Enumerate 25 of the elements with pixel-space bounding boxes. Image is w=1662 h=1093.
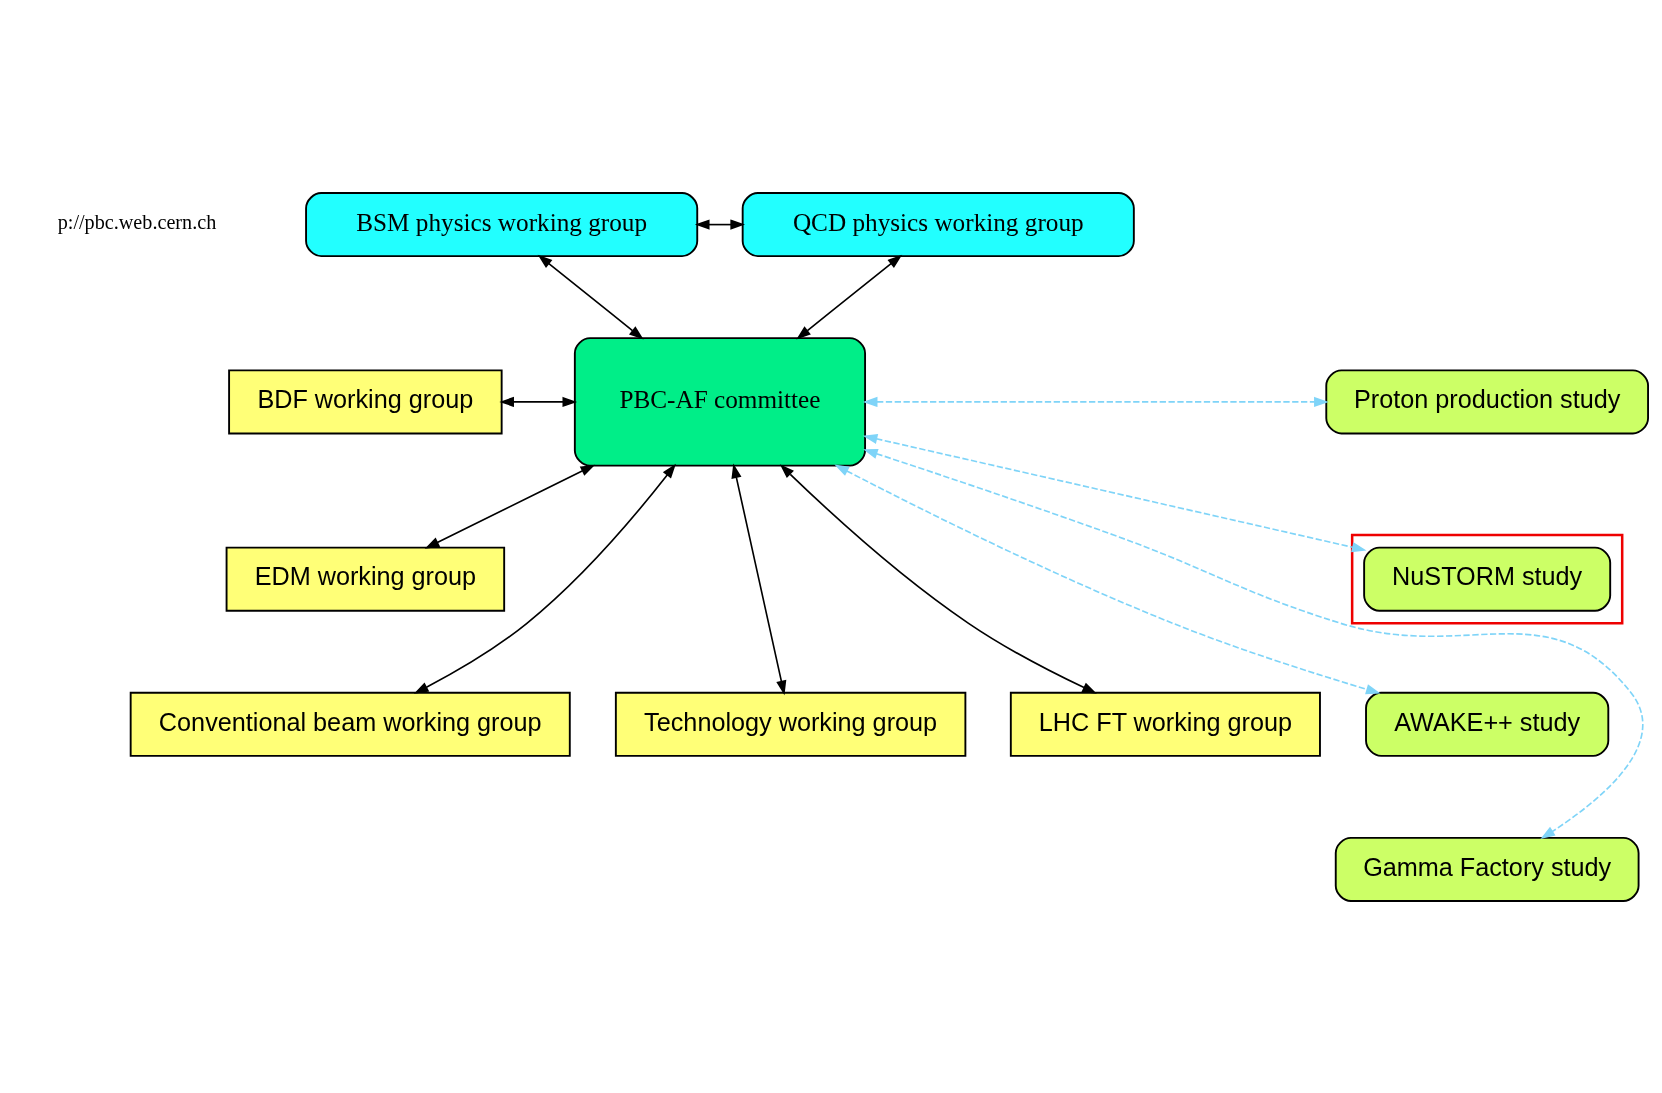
arrow — [499, 396, 578, 407]
arrow — [537, 254, 644, 340]
node-box: QCD physics working group — [741, 191, 1135, 257]
node-box: Proton production study — [1325, 368, 1649, 434]
arrow — [731, 463, 787, 695]
arrow — [862, 396, 1329, 407]
node-box: BSM physics working group — [305, 191, 699, 257]
arrow — [694, 218, 745, 230]
node-box: LHC FT working group — [1009, 691, 1321, 757]
arrow — [779, 463, 1097, 694]
arrow — [834, 464, 1381, 694]
label: p://pbc.web.cern.ch — [57, 210, 217, 233]
arrow — [862, 433, 1367, 552]
arrow — [424, 464, 596, 549]
node-box: BDF working group — [228, 368, 503, 434]
arrow — [796, 254, 903, 340]
arrow — [413, 463, 676, 694]
arrow — [863, 448, 1644, 839]
node-box: Conventional beam working group — [129, 691, 571, 757]
node-box: AWAKE++ study — [1365, 691, 1610, 757]
node-box: EDM working group — [225, 546, 506, 612]
node-box: Gamma Factory study — [1334, 836, 1640, 902]
node-box: PBC-AF committee — [573, 336, 866, 467]
node-box: Technology working group — [614, 691, 967, 757]
node-box: NuSTORM study — [1363, 546, 1612, 612]
